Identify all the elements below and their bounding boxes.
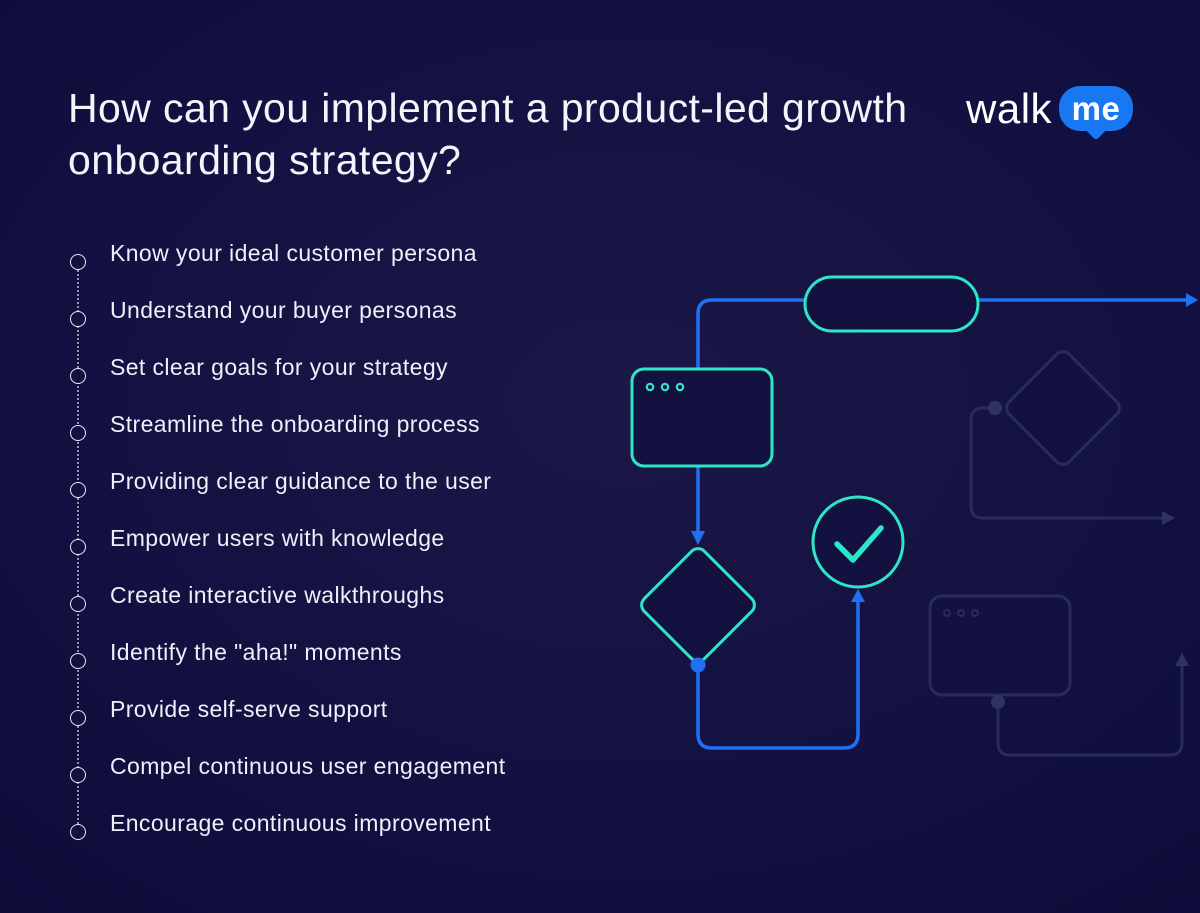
list-item: Know your ideal customer persona — [70, 225, 630, 282]
step-circle-icon — [70, 823, 86, 840]
list-item: Understand your buyer personas — [70, 282, 630, 339]
faint-node-dot — [988, 401, 1002, 415]
list-item: Identify the "aha!" moments — [70, 624, 630, 681]
list-item: Empower users with knowledge — [70, 510, 630, 567]
faint-browser-window-icon — [928, 594, 1072, 697]
window-dot-icon — [660, 382, 670, 392]
faint-connector-line-2 — [996, 666, 1184, 757]
decision-diamond-shape — [640, 547, 756, 663]
pill-node-shape — [803, 275, 980, 333]
faint-connector-line-1 — [969, 406, 1164, 520]
faint-node-dot — [991, 695, 1005, 709]
blue-line-top-left — [696, 298, 806, 533]
browser-window-icon — [630, 367, 774, 468]
faint-arrowhead-up-icon — [1175, 653, 1189, 666]
list-item: Providing clear guidance to the user — [70, 453, 630, 510]
list-item: Compel continuous user engagement — [70, 738, 630, 795]
step-circle-icon — [70, 709, 86, 726]
strategy-steps-list: Know your ideal customer persona Underst… — [70, 225, 630, 852]
blue-arrowhead-right-icon — [1186, 293, 1198, 307]
faint-flow-group — [928, 350, 1184, 757]
flowchart-illustration — [630, 275, 1198, 757]
step-circle-icon — [70, 253, 86, 270]
step-circle-icon — [70, 538, 86, 555]
blue-arrowhead-up-icon — [851, 589, 865, 602]
blue-flow-group — [696, 298, 1186, 750]
blue-arrowheads — [691, 293, 1198, 602]
window-dot-icon — [645, 382, 655, 392]
step-circle-icon — [70, 652, 86, 669]
list-item: Encourage continuous improvement — [70, 795, 630, 852]
list-item: Set clear goals for your strategy — [70, 339, 630, 396]
list-item: Create interactive walkthroughs — [70, 567, 630, 624]
list-item: Streamline the onboarding process — [70, 396, 630, 453]
faint-diamond-shape — [1005, 350, 1121, 466]
faint-node-dots — [988, 401, 1189, 709]
step-circle-icon — [70, 481, 86, 498]
step-circle-icon — [70, 424, 86, 441]
page-title: How can you implement a product-led grow… — [68, 85, 908, 184]
list-item: Provide self-serve support — [70, 681, 630, 738]
window-dot-icon — [675, 382, 685, 392]
blue-line-bottom — [696, 600, 860, 750]
step-circle-icon — [70, 595, 86, 612]
checkmark-icon — [834, 525, 884, 563]
walkme-logo-bubble: me — [1059, 86, 1134, 141]
walkme-logo-walk-text: walk — [966, 84, 1053, 132]
window-dot-icon — [971, 609, 979, 617]
window-dot-icon — [957, 609, 965, 617]
blue-node-dot — [690, 657, 706, 673]
window-dot-icon — [943, 609, 951, 617]
blue-arrowhead-down-icon — [691, 531, 705, 545]
walkme-logo-me-text: me — [1071, 90, 1121, 127]
step-circle-icon — [70, 367, 86, 384]
walkme-logo: walk me — [966, 84, 1134, 141]
step-circle-icon — [70, 766, 86, 783]
step-circle-icon — [70, 310, 86, 327]
teal-flow-group — [630, 275, 980, 663]
success-circle-shape — [811, 495, 905, 589]
faint-arrowhead-right-icon — [1162, 511, 1175, 525]
